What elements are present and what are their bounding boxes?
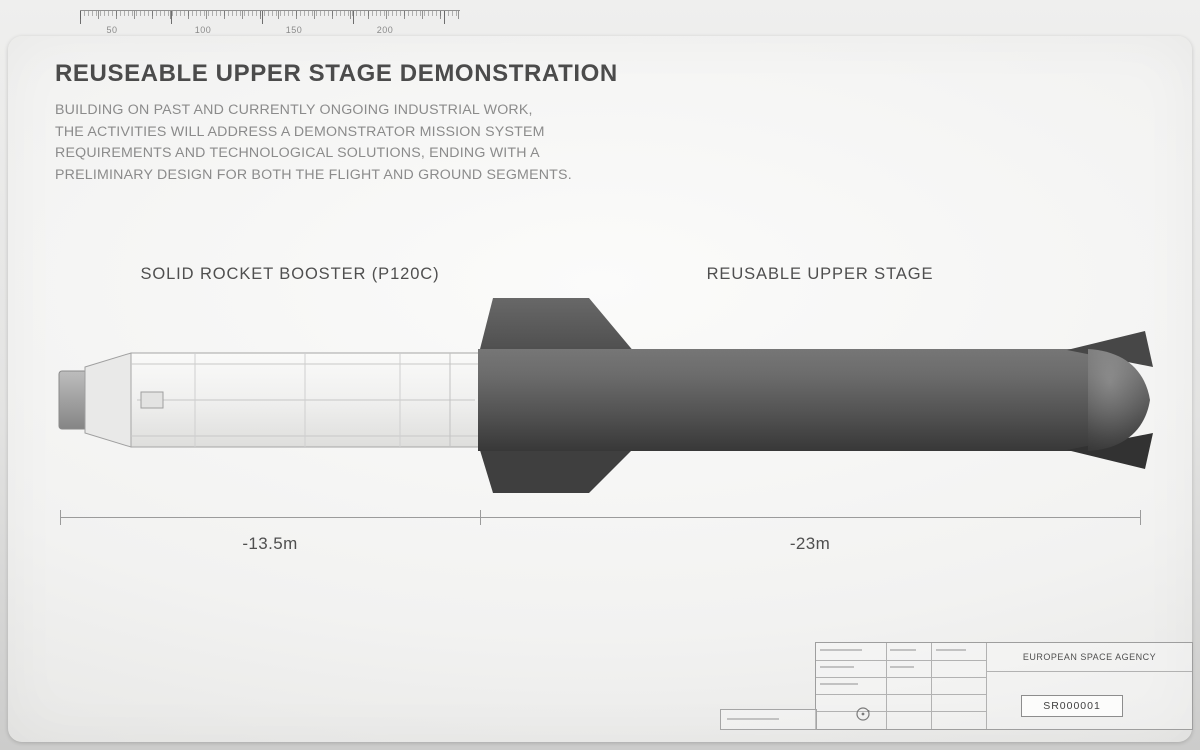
page-description: BUILDING ON PAST AND CURRENTLY ONGOING I…	[55, 100, 572, 186]
title-block-divider	[816, 677, 986, 678]
title-block-divider	[986, 671, 1192, 672]
booster-label: SOLID ROCKET BOOSTER (P120C)	[140, 265, 440, 283]
booster-dimension-label: -13.5m	[242, 534, 298, 553]
upper-stage-graphic	[478, 298, 1153, 493]
esa-logo	[856, 707, 870, 721]
placeholder-text-line	[727, 718, 779, 720]
title-block-divider	[816, 711, 986, 712]
ruler-mark: 100	[194, 25, 212, 35]
dimension-tick	[60, 510, 61, 525]
placeholder-text-line	[890, 649, 916, 651]
nose-cone-highlight	[1088, 349, 1150, 451]
booster-graphic	[58, 352, 480, 448]
ruler-ticks	[80, 10, 460, 24]
upper-stage-label: REUSABLE UPPER STAGE	[706, 265, 934, 283]
document-number: SR000001	[1021, 695, 1123, 717]
dimension-tick	[1140, 510, 1141, 525]
rocket-illustration	[58, 298, 1153, 493]
upper-stage-body	[478, 349, 1088, 451]
placeholder-text-line	[820, 666, 854, 668]
dimension-line	[60, 517, 1141, 518]
description-line: REQUIREMENTS AND TECHNOLOGICAL SOLUTIONS…	[55, 145, 540, 162]
page-title: REUSEABLE UPPER STAGE DEMONSTRATION	[55, 60, 618, 87]
nose-flap-bottom	[1067, 433, 1153, 469]
ruler: 50 100 150 200	[80, 6, 472, 38]
title-block: EUROPEAN SPACE AGENCY SR000001	[720, 642, 1193, 730]
title-block-divider	[816, 660, 986, 661]
placeholder-text-line	[820, 649, 862, 651]
title-block-divider	[931, 643, 932, 729]
title-block-divider	[886, 643, 887, 729]
description-line: BUILDING ON PAST AND CURRENTLY ONGOING I…	[55, 102, 533, 118]
booster-aft-skirt	[84, 352, 132, 448]
dimension-callout: -13.5m -23m	[55, 508, 1145, 568]
fin-top	[479, 298, 635, 353]
nose-flap-top	[1067, 331, 1153, 367]
title-block-divider	[986, 643, 987, 729]
ruler-mark: 50	[106, 25, 118, 35]
ruler-mark: 200	[376, 25, 394, 35]
upper-stage-dimension-label: -23m	[789, 534, 831, 553]
placeholder-text-line	[936, 649, 966, 651]
placeholder-text-line	[890, 666, 914, 668]
booster-nozzle	[58, 370, 88, 430]
fin-bottom	[479, 447, 635, 493]
title-block-divider	[816, 694, 986, 695]
booster-detail	[140, 391, 164, 409]
description-line: THE ACTIVITIES WILL ADDRESS A DEMONSTRAT…	[55, 123, 545, 140]
dimension-tick	[480, 510, 481, 525]
organization-name: EUROPEAN SPACE AGENCY	[1022, 652, 1157, 662]
ruler-mark: 150	[285, 25, 303, 35]
description-line: PRELIMINARY DESIGN FOR BOTH THE FLIGHT A…	[55, 166, 572, 183]
placeholder-text-line	[820, 683, 858, 685]
title-block-stub-cell	[720, 709, 817, 730]
